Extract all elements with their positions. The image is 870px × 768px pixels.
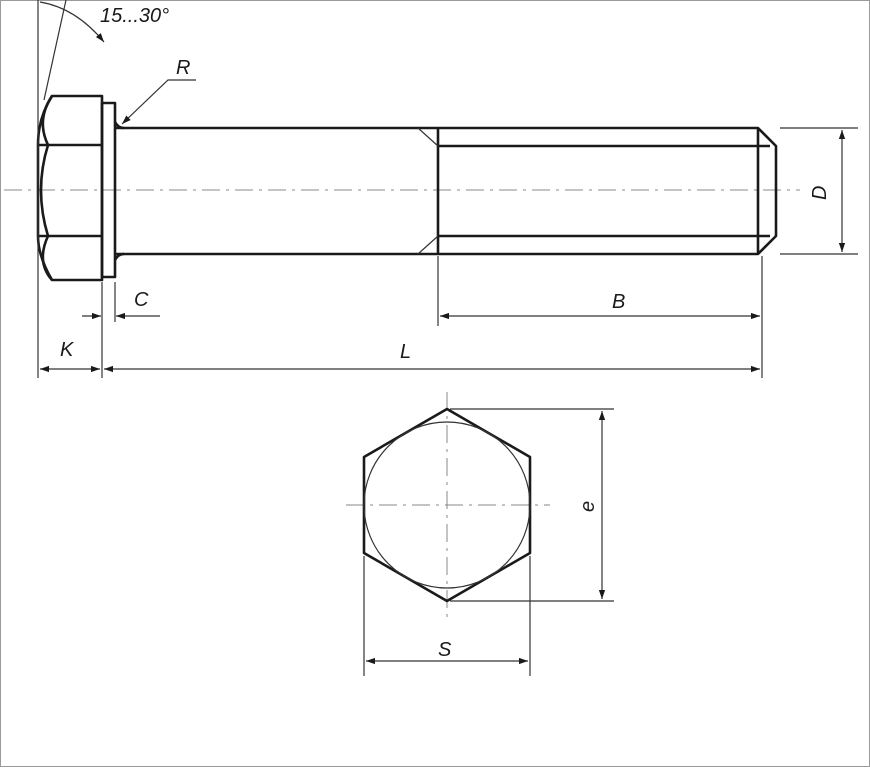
bolt-end-view: e S: [346, 392, 614, 676]
head-chamfer-arc-1: [41, 95, 54, 146]
side-view-dimensions: 15...30° R D C B K L: [37, 0, 858, 378]
thread-runout-bottom: [417, 235, 439, 255]
chamfer-label: C: [134, 289, 149, 311]
underhead-fillet: [113, 121, 125, 130]
length-label: L: [400, 341, 411, 363]
angle-label: 15...30°: [100, 5, 169, 27]
flat-width-label: S: [438, 639, 452, 661]
bolt-head: [36, 94, 104, 282]
head-chamfer-arc-3: [41, 235, 53, 281]
radius-leader: [121, 79, 196, 125]
angle-reference-line: [43, 0, 67, 101]
corner-width-label: e: [577, 501, 599, 512]
diameter-label: D: [809, 186, 831, 200]
radius-label: R: [176, 57, 190, 79]
hex-outline: [362, 407, 532, 603]
head-height-label: K: [60, 339, 75, 361]
thread-runout-top: [417, 127, 439, 147]
washer-face: [100, 101, 117, 279]
angle-dimension-arc: [39, 1, 105, 43]
underhead-fillet-lower: [113, 252, 125, 261]
head-chamfer-arc-2: [39, 144, 50, 237]
hex-bearing-circle: [363, 421, 531, 589]
bolt-side-view: [4, 94, 800, 282]
thread-length-label: B: [612, 291, 625, 313]
bolt-shank: [115, 126, 778, 256]
